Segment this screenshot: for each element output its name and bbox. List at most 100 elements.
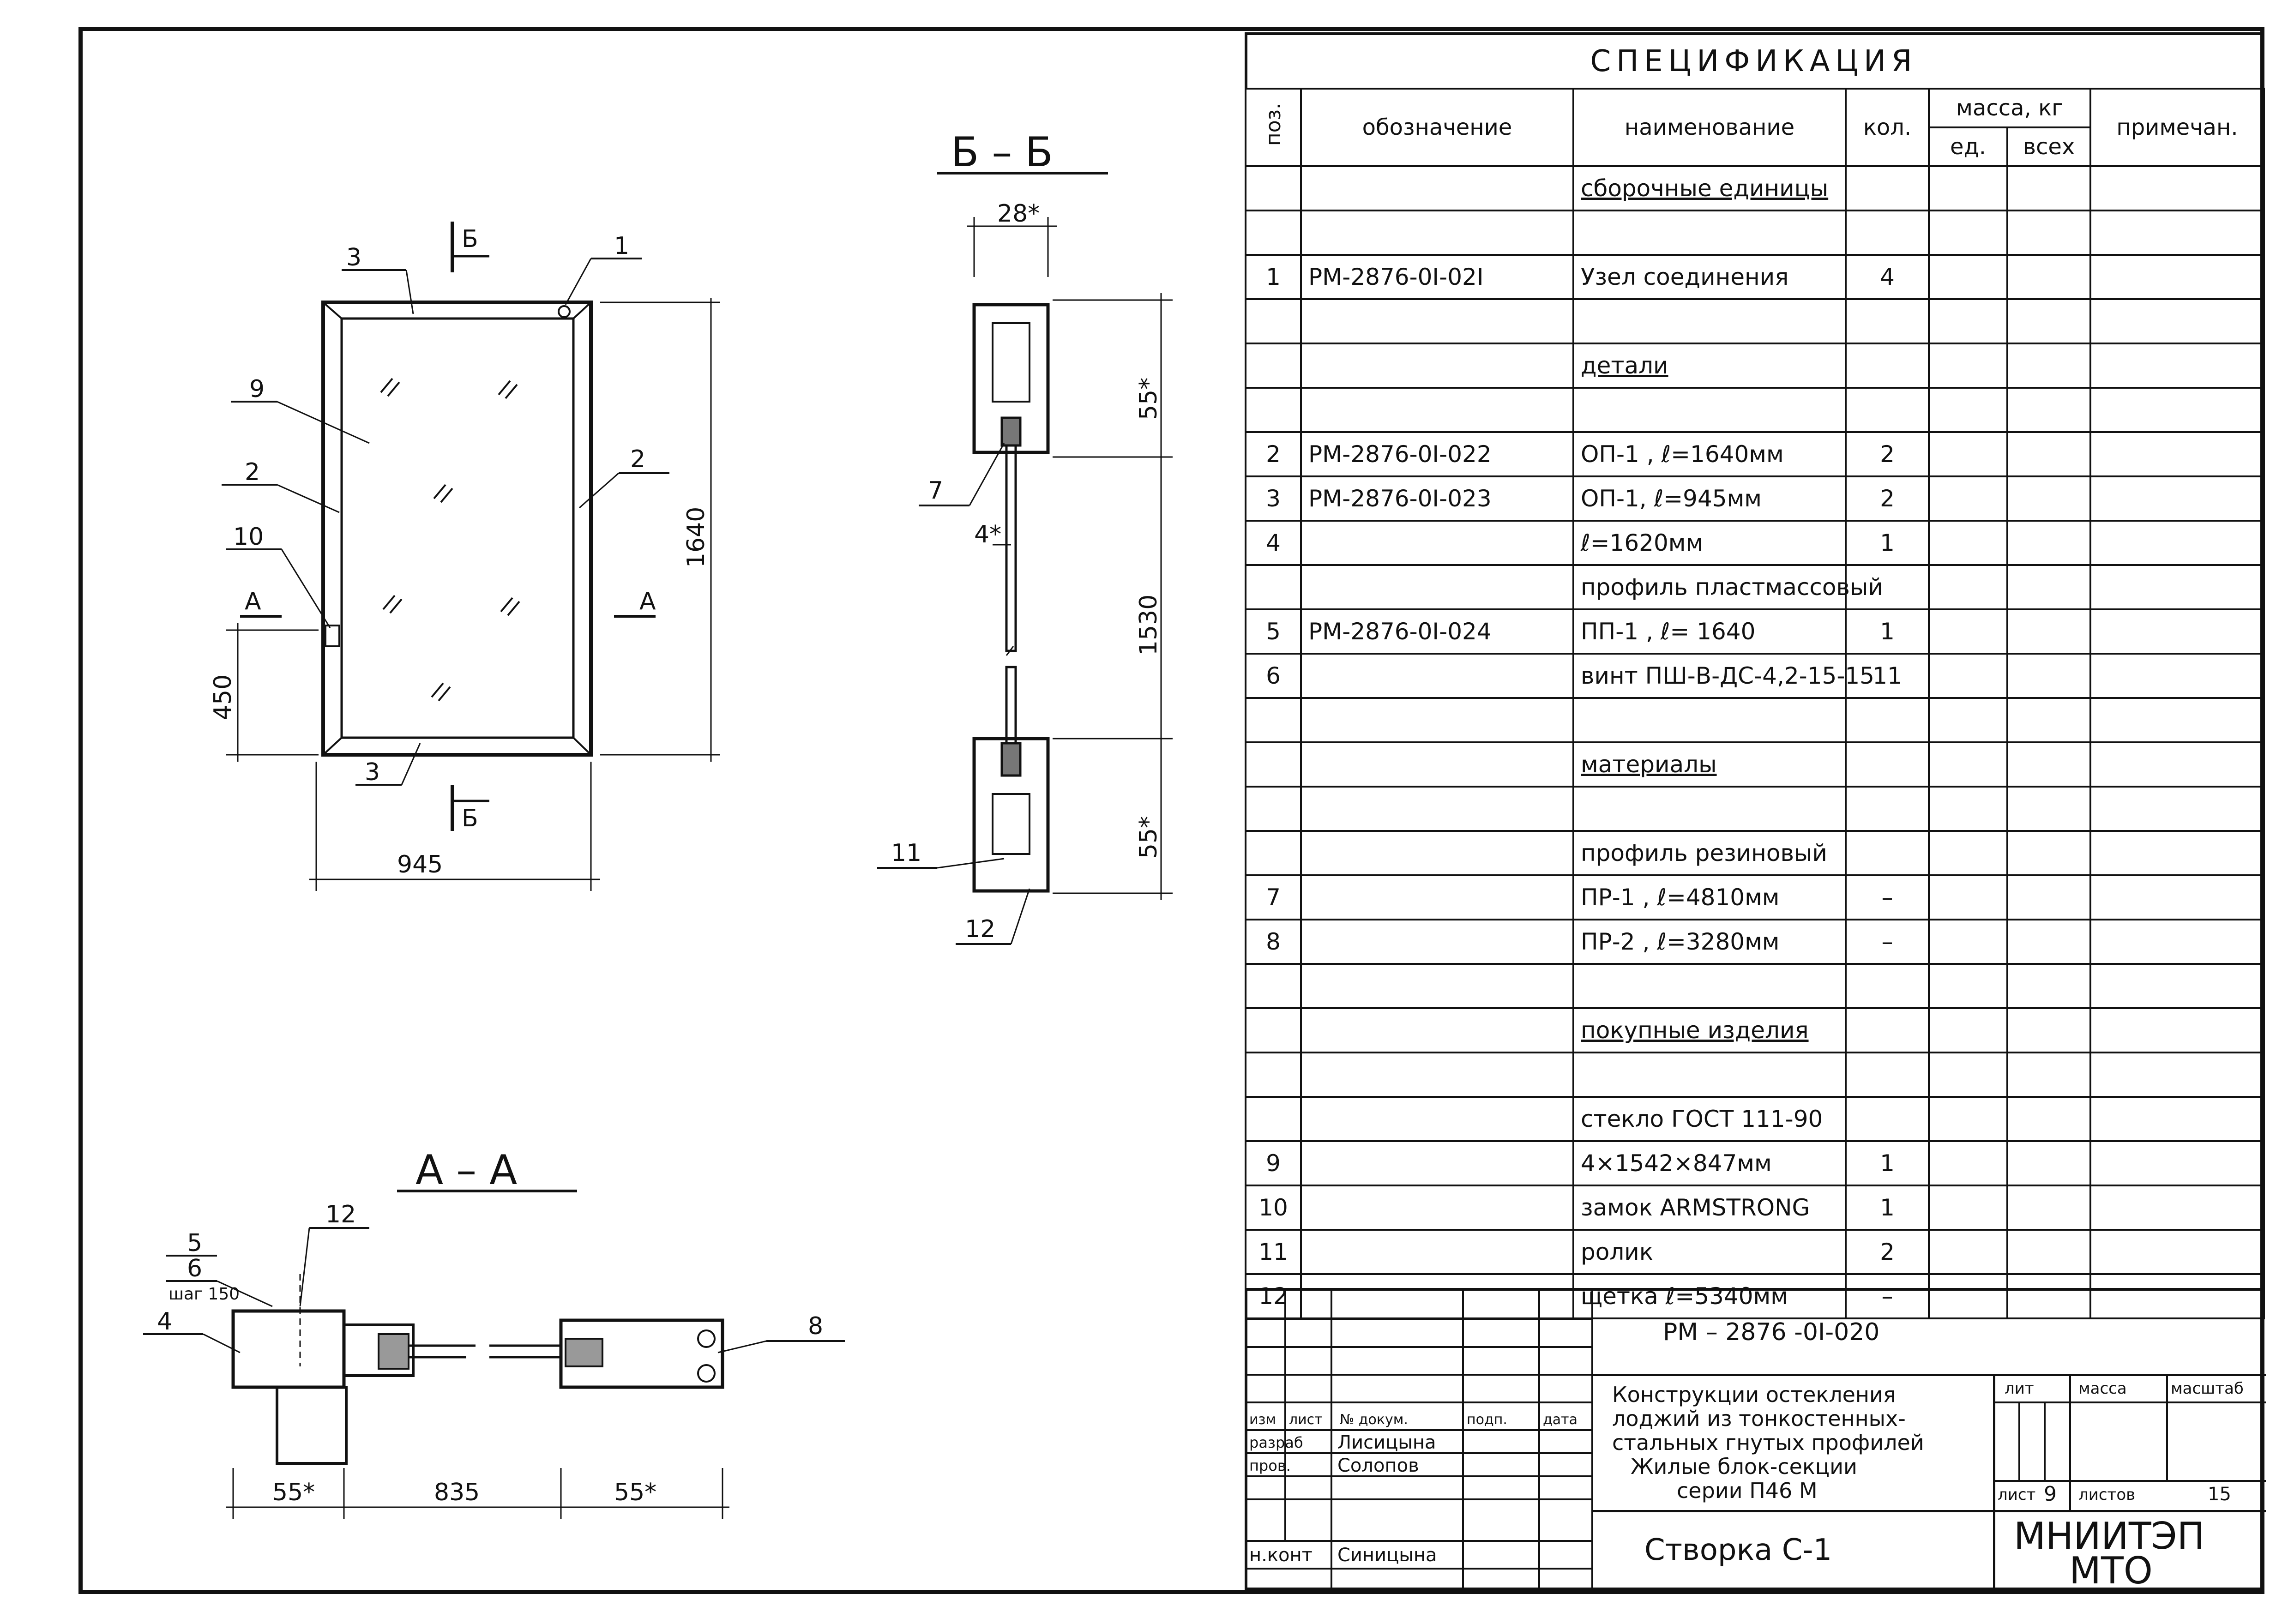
spec-cell-empty bbox=[1928, 298, 2008, 344]
spec-cell-name: покупные изделия bbox=[1572, 1007, 1847, 1053]
bb-callout-12: 12 bbox=[965, 915, 995, 943]
spec-cell-designation bbox=[1300, 520, 1574, 566]
role-norm-control: н.конт bbox=[1249, 1545, 1313, 1566]
spec-cell-empty bbox=[2089, 874, 2265, 920]
spec-cell-empty bbox=[1928, 963, 2008, 1009]
spec-table: поз. обозначение наименование кол. масса… bbox=[1245, 88, 2265, 1319]
spec-cell-qty: 2 bbox=[1845, 431, 1930, 477]
org-line-1: МНИИТЭП bbox=[2014, 1515, 2205, 1558]
spec-cell-empty bbox=[1928, 1185, 2008, 1231]
spec-row: профиль пластмассовый bbox=[1245, 564, 2265, 610]
bb-dim-4: 4* bbox=[974, 521, 1001, 548]
spec-cell-designation: РМ-2876-0I-024 bbox=[1300, 608, 1574, 655]
spec-cell-designation: РМ-2876-0I-02I bbox=[1300, 254, 1574, 300]
spec-cell-empty bbox=[1928, 1140, 2008, 1186]
spec-cell-pos: 8 bbox=[1245, 919, 1302, 965]
spec-cell-empty bbox=[2089, 963, 2265, 1009]
spec-cell-designation bbox=[1300, 741, 1574, 788]
spec-cell-designation bbox=[1300, 1140, 1574, 1186]
bb-dim-55-top: 55* bbox=[1135, 378, 1162, 420]
spec-cell-empty bbox=[2006, 1096, 2092, 1142]
spec-cell-empty bbox=[1928, 1096, 2008, 1142]
spec-cell-designation bbox=[1300, 343, 1574, 389]
spec-cell-name: стекло ГОСТ 111-90 bbox=[1572, 1096, 1847, 1142]
description-line-5: серии П46 М bbox=[1677, 1478, 1818, 1503]
spec-cell-empty bbox=[2089, 786, 2265, 832]
spec-title: СПЕЦИФИКАЦИЯ bbox=[1245, 32, 2263, 88]
main-callout-9: 9 bbox=[249, 375, 265, 403]
spec-cell-pos bbox=[1245, 165, 1302, 211]
spec-cell-designation bbox=[1300, 1096, 1574, 1142]
spec-cell-empty bbox=[1928, 254, 2008, 300]
drawing-canvas: 1 3 9 2 2 10 3 Б Б А А 945 1640 450 Б – … bbox=[143, 128, 1173, 1519]
spec-cell-empty bbox=[2006, 963, 2092, 1009]
spec-row bbox=[1245, 963, 2265, 1009]
spec-cell-qty bbox=[1845, 387, 1930, 433]
spec-cell-empty bbox=[2006, 1052, 2092, 1098]
spec-cell-qty bbox=[1845, 963, 1930, 1009]
spec-cell-qty bbox=[1845, 343, 1930, 389]
spec-cell-name: замок ARMSTRONG bbox=[1572, 1185, 1847, 1231]
spec-cell-empty bbox=[2006, 608, 2092, 655]
name-developer: Лисицына bbox=[1337, 1432, 1436, 1453]
spec-cell-empty bbox=[2006, 697, 2092, 743]
spec-cell-designation bbox=[1300, 830, 1574, 876]
spec-cell-qty: 1 bbox=[1845, 1185, 1930, 1231]
spec-cell-empty bbox=[1928, 165, 2008, 211]
spec-cell-name: ролик bbox=[1572, 1229, 1847, 1275]
spec-cell-empty bbox=[2089, 298, 2265, 344]
spec-cell-name: материалы bbox=[1572, 741, 1847, 788]
spec-cell-pos bbox=[1245, 564, 1302, 610]
spec-cell-pos: 12 bbox=[1245, 1273, 1302, 1319]
spec-cell-qty: 2 bbox=[1845, 1229, 1930, 1275]
aa-dim-835: 835 bbox=[434, 1479, 480, 1506]
spec-cell-empty bbox=[2006, 1185, 2092, 1231]
spec-cell-pos: 4 bbox=[1245, 520, 1302, 566]
spec-cell-designation bbox=[1300, 1007, 1574, 1053]
spec-cell-empty bbox=[2006, 786, 2092, 832]
spec-cell-empty bbox=[2089, 520, 2265, 566]
spec-cell-name bbox=[1572, 210, 1847, 256]
aa-callout-5: 5 bbox=[187, 1229, 202, 1257]
spec-cell-qty: 1 bbox=[1845, 1140, 1930, 1186]
aa-dim-55-right: 55* bbox=[614, 1479, 656, 1506]
spec-cell-name: Узел соединения bbox=[1572, 254, 1847, 300]
aa-callout-6: 6 bbox=[187, 1255, 202, 1282]
spec-row bbox=[1245, 786, 2265, 832]
org-line-2: МТО bbox=[2069, 1549, 2153, 1592]
spec-cell-pos bbox=[1245, 697, 1302, 743]
spec-cell-designation bbox=[1300, 786, 1574, 832]
bb-callout-11: 11 bbox=[891, 839, 921, 867]
spec-cell-qty bbox=[1845, 165, 1930, 211]
spec-cell-empty bbox=[1928, 210, 2008, 256]
spec-cell-designation bbox=[1300, 963, 1574, 1009]
spec-row bbox=[1245, 298, 2265, 344]
spec-row: детали bbox=[1245, 343, 2265, 389]
spec-cell-designation bbox=[1300, 874, 1574, 920]
spec-cell-empty bbox=[1928, 431, 2008, 477]
spec-cell-name: винт ПШ-В-ДС-4,2-15-15 bbox=[1572, 653, 1874, 699]
spec-cell-pos: 1 bbox=[1245, 254, 1302, 300]
aa-dim-55-left: 55* bbox=[272, 1479, 315, 1506]
frame-inner bbox=[340, 317, 575, 739]
spec-cell-qty bbox=[1845, 1052, 1930, 1098]
aa-callout-8: 8 bbox=[808, 1312, 823, 1340]
spec-row bbox=[1245, 1052, 2265, 1098]
spec-cell-qty bbox=[1845, 298, 1930, 344]
spec-cell-qty bbox=[1845, 741, 1930, 788]
spec-cell-name: профиль резиновый bbox=[1572, 830, 1847, 876]
aa-callout-12: 12 bbox=[325, 1201, 356, 1228]
spec-cell-pos: 5 bbox=[1245, 608, 1302, 655]
spec-cell-empty bbox=[1928, 343, 2008, 389]
header-mass-total: всех bbox=[2006, 126, 2092, 167]
spec-cell-empty bbox=[2089, 1185, 2265, 1231]
sheets-total: 15 bbox=[2208, 1484, 2231, 1505]
spec-cell-empty bbox=[1928, 1273, 2008, 1319]
spec-cell-name: профиль пластмассовый bbox=[1572, 564, 1883, 610]
role-checker: пров. bbox=[1249, 1457, 1291, 1474]
spec-cell-designation bbox=[1300, 653, 1574, 699]
